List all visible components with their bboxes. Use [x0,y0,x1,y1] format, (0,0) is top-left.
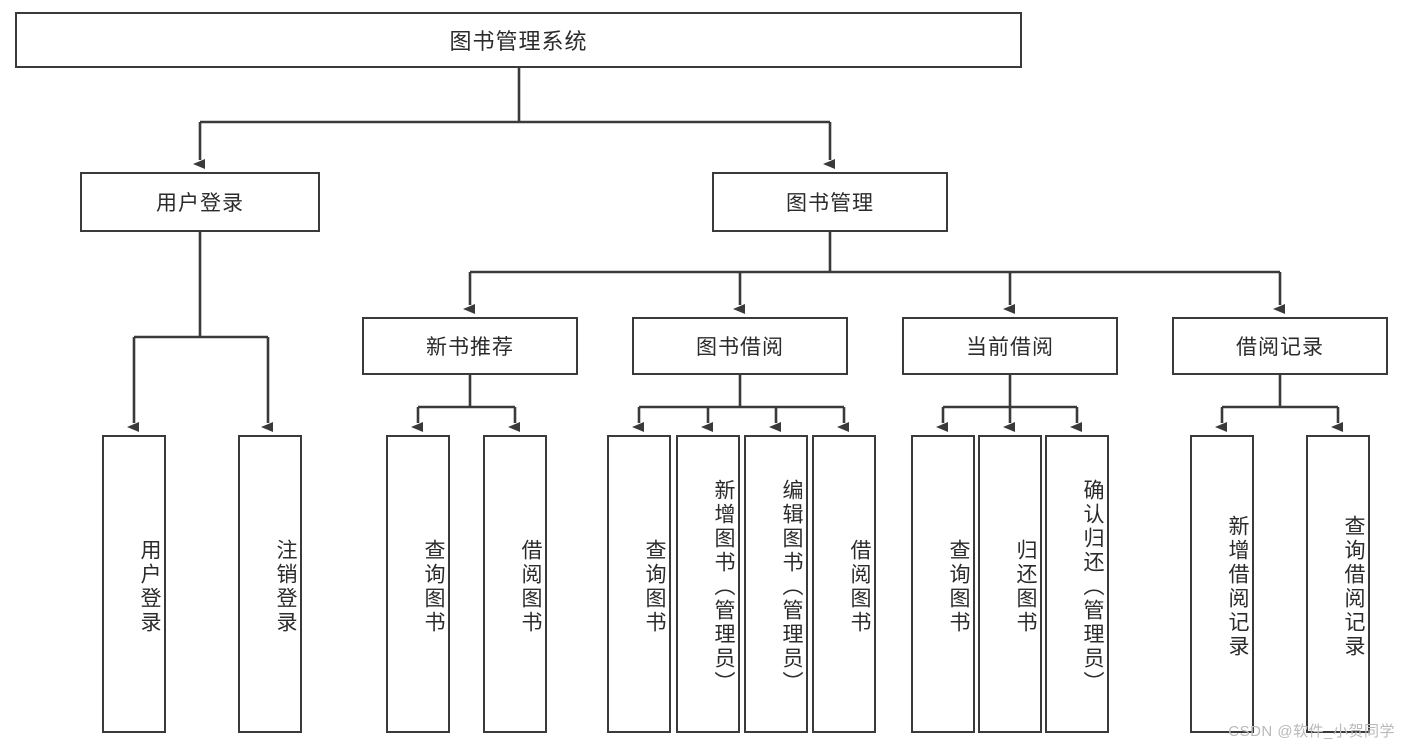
node-leaf-add-record[interactable]: 新增借阅记录 [1190,435,1254,733]
node-leaf-query-book-1[interactable]: 查询图书 [386,435,450,733]
node-label: 注销登录 [274,539,297,635]
node-borrow-record[interactable]: 借阅记录 [1172,317,1388,375]
node-leaf-borrow-book-1[interactable]: 借阅图书 [483,435,547,733]
node-label: 新增图书（管理员） [712,479,735,695]
node-label: 查询图书 [643,539,666,635]
node-label: 借阅图书 [519,539,542,635]
node-label: 图书借阅 [696,336,784,359]
node-leaf-query-book-2[interactable]: 查询图书 [607,435,671,733]
node-book-management[interactable]: 图书管理 [712,172,948,232]
node-new-book-recommend[interactable]: 新书推荐 [362,317,578,375]
node-leaf-confirm-return[interactable]: 确认归还（管理员） [1045,435,1109,733]
node-label: 编辑图书（管理员） [780,479,803,695]
node-label: 归还图书 [1014,539,1037,635]
node-label: 新书推荐 [426,336,514,359]
node-label: 确认归还（管理员） [1081,479,1104,695]
node-root-book-management-system[interactable]: 图书管理系统 [15,12,1022,68]
node-leaf-add-book[interactable]: 新增图书（管理员） [676,435,740,733]
node-label: 图书管理系统 [449,29,588,54]
node-user-login[interactable]: 用户登录 [80,172,320,232]
node-leaf-edit-book[interactable]: 编辑图书（管理员） [744,435,808,733]
node-book-borrow[interactable]: 图书借阅 [632,317,848,375]
node-leaf-user-logout[interactable]: 注销登录 [238,435,302,733]
node-label: 新增借阅记录 [1226,515,1249,659]
node-label: 查询图书 [422,539,445,635]
node-leaf-borrow-book-2[interactable]: 借阅图书 [812,435,876,733]
node-label: 用户登录 [156,192,244,215]
node-leaf-return-book[interactable]: 归还图书 [978,435,1042,733]
node-current-borrow[interactable]: 当前借阅 [902,317,1118,375]
node-label: 图书管理 [786,192,874,215]
node-label: 查询借阅记录 [1342,515,1365,659]
node-label: 借阅记录 [1236,336,1324,359]
node-label: 用户登录 [138,539,161,635]
node-label: 当前借阅 [966,336,1054,359]
node-label: 借阅图书 [848,539,871,635]
node-label: 查询图书 [947,539,970,635]
node-leaf-user-login[interactable]: 用户登录 [102,435,166,733]
node-leaf-query-record[interactable]: 查询借阅记录 [1306,435,1370,733]
node-leaf-query-book-3[interactable]: 查询图书 [911,435,975,733]
